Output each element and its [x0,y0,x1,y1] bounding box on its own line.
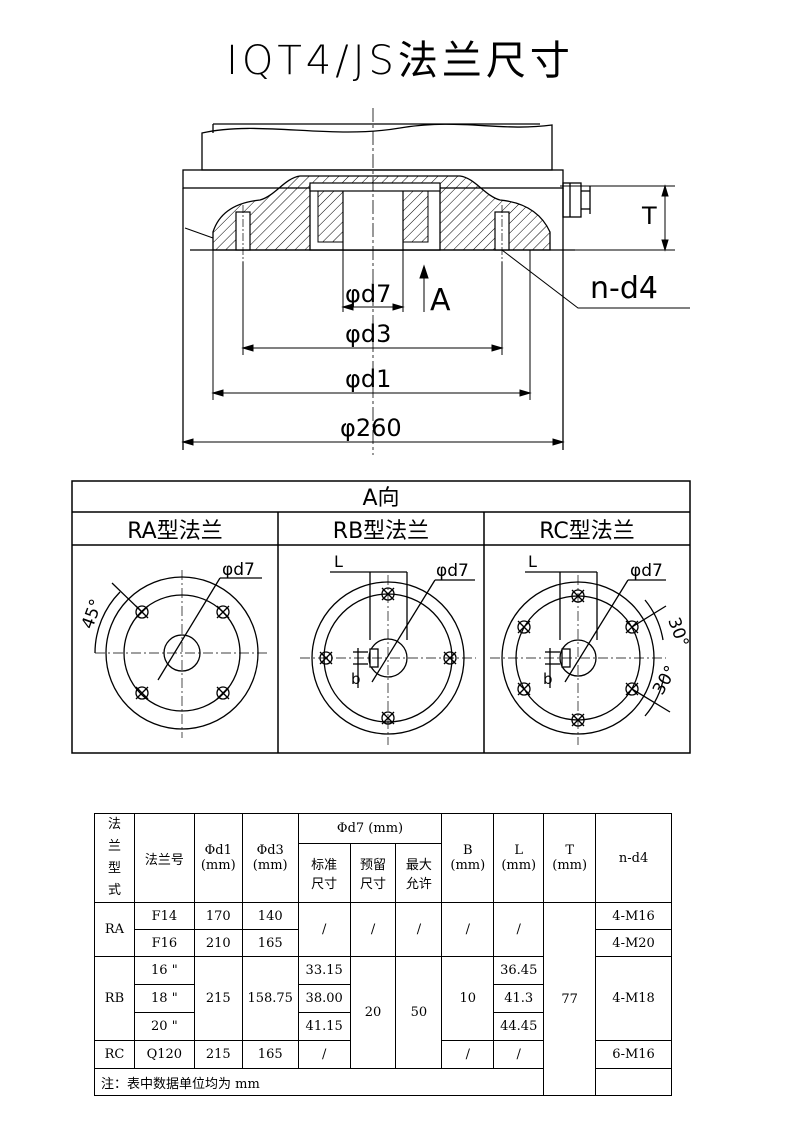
dim-d7-label: φd7 [345,280,391,308]
rb-d7-std-cell: 41.15 [297,1012,351,1041]
ra-d7-std: / [297,902,351,957]
ra-d3-cell: 140 [241,902,299,930]
ra-L: / [493,902,545,957]
table-row: RA F14 170 140 / / / / / 77 4-M16 [94,902,672,1096]
page-title: IQT4/JS法兰尺寸 [226,38,574,84]
T-value: 77 [543,902,597,1096]
header-d7-std: 标准尺寸 [297,843,351,903]
header-nd4: n-d4 [595,813,672,903]
header-T: T(mm) [543,813,597,903]
rc-B: / [441,1040,495,1069]
rb-d7-std-cell: 38.00 [297,984,351,1013]
view-A-label: A [430,283,451,318]
side-bolt [562,182,582,218]
table-row: RC Q120 215 165 / / / 6-M16 [94,1040,672,1069]
rb-b-label: b [351,670,361,688]
ra-d7-label: φd7 [222,560,255,580]
rc-L-label: L [528,552,537,571]
dim-T-label: T [641,202,657,230]
rb-flange-cell: 16 " [133,956,195,985]
rc-title: RC型法兰 [539,519,635,544]
rc-b-label: b [543,670,553,688]
rb-L-cell: 44.45 [493,1012,545,1041]
rb-B: 10 [441,956,495,1041]
rc-angle-1-label: 30° [663,615,692,650]
rc-type: RC [94,1040,135,1069]
rb-L-label: L [334,552,343,571]
ra-d3-cell: 165 [241,929,299,957]
ra-type: RA [94,902,135,957]
ra-flange-cell: F16 [133,929,195,957]
rb-d7-max: 50 [395,956,443,1069]
ra-flange-cell: F14 [133,902,195,930]
header-d7-reserve: 预留尺寸 [349,843,397,903]
header-d7-group: Φd7 (mm) [297,812,443,845]
ra-angle-label: 45° [78,597,107,632]
ra-title: RA型法兰 [127,519,222,544]
header-flange-no: 法兰号 [133,813,195,903]
header-d1: Φd1(mm) [193,813,243,903]
rc-flange: Q120 [133,1040,195,1069]
rb-nd4: 4-M18 [595,956,672,1041]
dim-d1-label: φd1 [345,365,391,393]
ra-d7-max: / [395,902,443,957]
dim-d3-label: φd3 [345,320,391,348]
rc-nd4: 6-M16 [595,1040,672,1069]
spec-table: 法 兰 型 式 法兰号 Φd1(mm) Φd3(mm) Φd7 (mm) B(m… [94,812,672,1096]
dim-260-label: φ260 [340,414,402,442]
ra-nd4-cell: 4-M20 [595,929,672,957]
ra-d1-cell: 170 [193,902,243,930]
rb-d7-label: φd7 [436,561,469,581]
header-d7-max: 最大允许 [395,843,443,903]
rb-d1: 215 [193,956,243,1041]
ra-view [94,570,270,738]
rc-angle-2-label: 30° [649,662,681,698]
view-header: A向 [362,486,399,511]
rc-d3: 165 [241,1040,299,1069]
rb-L-cell: 41.3 [493,984,545,1013]
rb-L-cell: 36.45 [493,956,545,985]
rb-flange-cell: 20 " [133,1012,195,1041]
ra-nd4-cell: 4-M16 [595,902,672,930]
rc-d7-label: φd7 [630,561,663,581]
ra-d1-cell: 210 [193,929,243,957]
rc-d1: 215 [193,1040,243,1069]
rc-L: / [493,1040,545,1069]
actuator-body-outline [201,123,553,171]
header-B: B(mm) [441,813,495,903]
ra-d7-reserve: / [349,902,397,957]
header-d3: Φd3(mm) [241,813,299,903]
rb-flange-cell: 18 " [133,984,195,1013]
table-row: RB 16 " 215 158.75 33.15 20 50 10 36.45 … [94,956,672,1069]
section-drawing: T n-d4 φd7 A φd3 φd1 φ260 [181,108,690,455]
header-type: 法 兰 型 式 [94,813,135,903]
rc-d7-std: / [297,1040,351,1069]
ra-B: / [441,902,495,957]
rb-type: RB [94,956,135,1041]
rb-view [300,571,476,745]
table-note: 注：表中数据单位均为 mm [94,1068,672,1096]
rc-view [490,571,671,745]
rb-d7-std-cell: 33.15 [297,956,351,985]
header-L: L(mm) [493,813,545,903]
rb-title: RB型法兰 [333,519,429,544]
rb-d3: 158.75 [241,956,299,1041]
dim-nd4-label: n-d4 [590,271,658,306]
rb-d7-reserve: 20 [349,956,397,1069]
